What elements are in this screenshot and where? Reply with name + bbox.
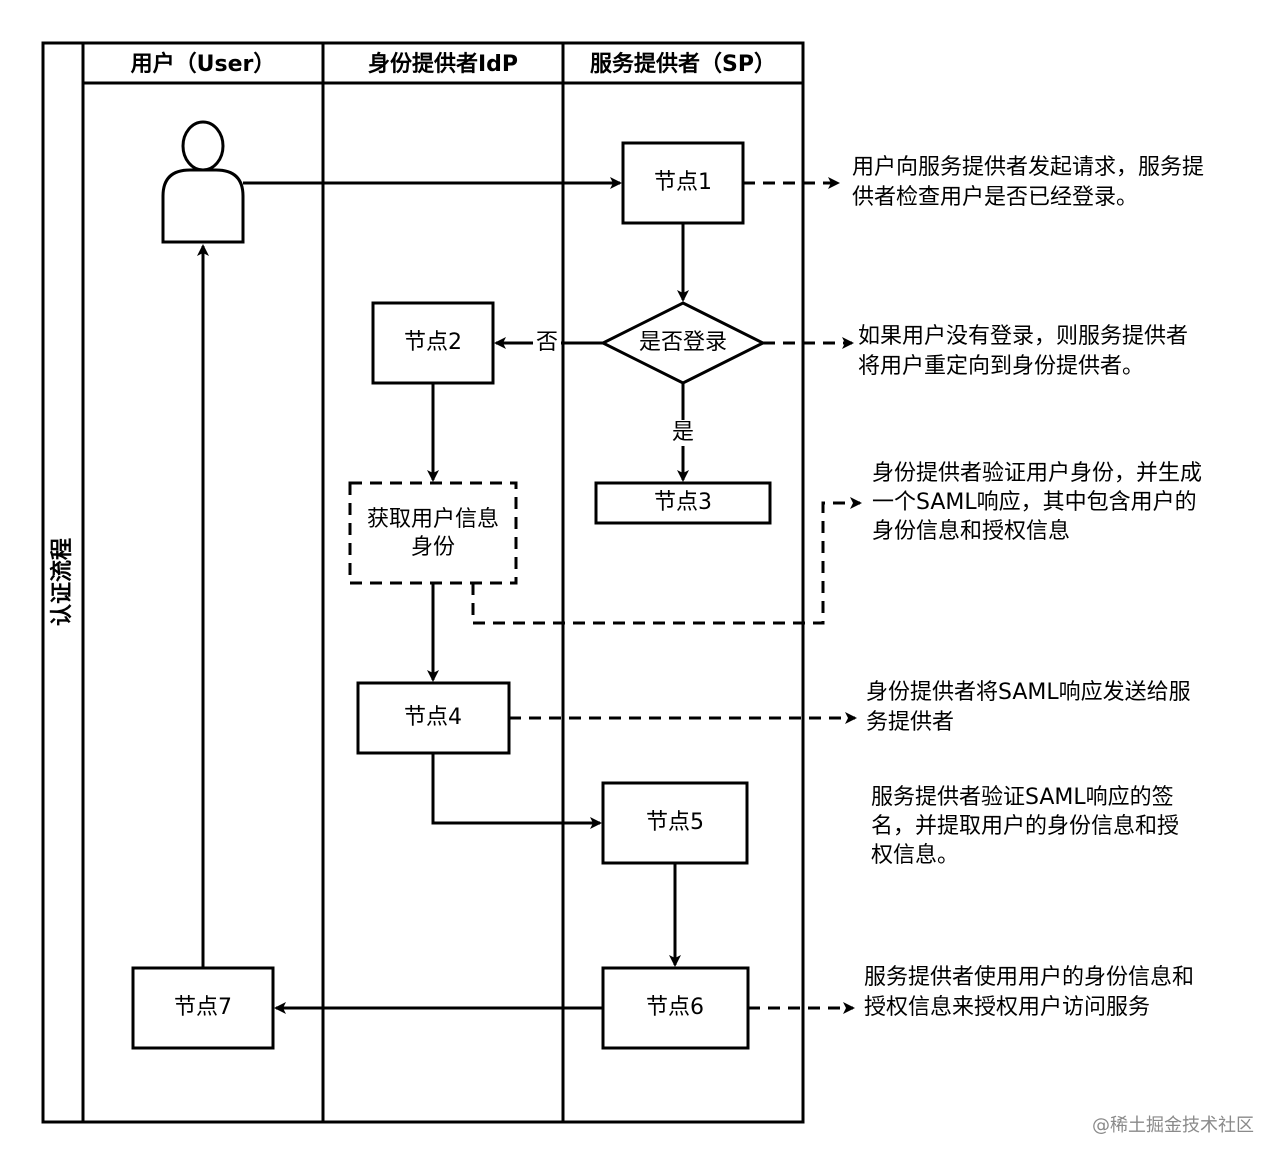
node-5 — [601, 781, 749, 865]
node-4-label: 节点4 — [404, 705, 462, 730]
lane-header-idp: 身份提供者IdP — [368, 51, 518, 77]
node-fetch-label-line1: 获取用户信息 — [367, 507, 499, 532]
node-3 — [594, 481, 772, 525]
note-node4: 身份提供者将SAML响应发送给服 务提供者 — [866, 680, 1198, 735]
pool-title: 认证流程 — [49, 538, 75, 626]
node-fetch-label-line2: 身份 — [411, 535, 455, 560]
node-3-label: 节点3 — [654, 490, 712, 515]
user-actor-icon — [161, 120, 245, 244]
decision-logged-in — [599, 301, 767, 385]
edge-label-no: 否 — [536, 330, 558, 355]
node-1-label: 节点1 — [654, 170, 712, 195]
connector-fetch-note — [471, 497, 862, 625]
node-2-label: 节点2 — [404, 330, 462, 355]
note-node6: 服务提供者使用用户的身份信息和 授权信息来授权用户访问服务 — [864, 965, 1201, 1020]
node-2 — [371, 301, 495, 385]
node-5-label: 节点5 — [646, 810, 704, 835]
note-node5: 服务提供者验证SAML响应的签 名，并提取用户的身份信息和授 权信息。 — [871, 785, 1186, 868]
watermark: @稀土掘金技术社区 — [1092, 1115, 1254, 1136]
note-node1: 用户向服务提供者发起请求，服务提 供者检查用户是否已经登录。 — [852, 155, 1211, 210]
node-7-label: 节点7 — [174, 995, 232, 1020]
flow-edges — [197, 177, 689, 1014]
node-fetch-user-info — [348, 481, 518, 585]
node-6 — [601, 966, 750, 1050]
swimlane-pool — [41, 41, 805, 1124]
lane-header-user: 用户（User） — [131, 51, 276, 77]
node-1 — [621, 141, 745, 225]
note-decision: 如果用户没有登录，则服务提供者 将用户重定向到身份提供者。 — [858, 324, 1195, 379]
edge-node4-to-node5 — [431, 753, 602, 829]
edge-label-yes: 是 — [672, 420, 694, 445]
note-fetch: 身份提供者验证用户身份，并生成 一个SAML响应，其中包含用户的 身份信息和授权… — [872, 461, 1209, 544]
note-connectors — [471, 177, 862, 1014]
decision-label: 是否登录 — [639, 330, 727, 355]
lane-header-sp: 服务提供者（SP） — [590, 51, 776, 77]
node-7 — [131, 966, 275, 1050]
node-6-label: 节点6 — [646, 995, 704, 1020]
node-4 — [356, 681, 511, 755]
